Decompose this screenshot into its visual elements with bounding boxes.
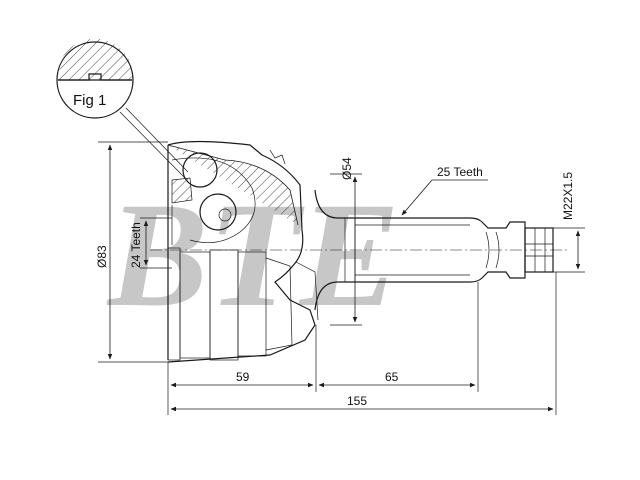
inner-spline-teeth-label: 24 Teeth [129,222,143,268]
length-bell-label: 59 [236,370,250,384]
dim-inner-spline [140,217,172,269]
bell-housing [167,140,319,363]
length-shaft-label: 65 [385,370,399,384]
watermark-logo: BTE [106,172,400,338]
fig-label: Fig 1 [73,92,106,109]
length-total-label: 155 [347,394,367,408]
thread-label: M22X1.5 [561,172,575,220]
dim-seal-diameter [330,173,362,326]
dim-outer-diameter [98,141,168,363]
outer-diameter-label: Ø83 [95,245,109,268]
outer-spline-teeth-label: 25 Teeth [437,165,483,179]
seal-diameter-label: Ø54 [340,157,354,180]
dim-lengths [167,272,557,415]
fig1-detail: Fig 1 [56,38,189,179]
dim-thread [553,227,585,273]
leader-outer-spline [401,179,488,216]
